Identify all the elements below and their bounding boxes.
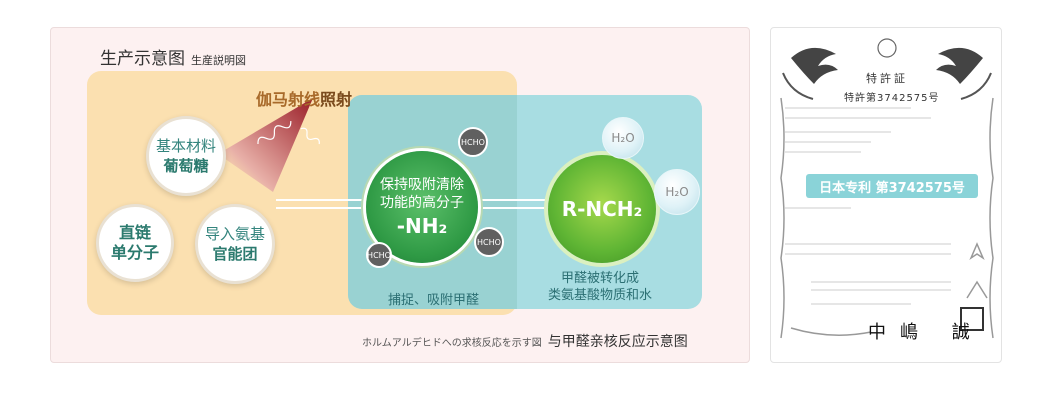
certificate-number: 特許第3742575号 [844,93,940,104]
material-line2: 葡萄糖 [163,157,209,175]
material-bubble: 基本材料 葡萄糖 [146,116,226,196]
gamma-ray-label: 伽马射线照射 [256,86,352,110]
convert-line1: 甲醛被转化成 [561,271,640,286]
title-jp: 生産説明図 [191,54,246,67]
phoenix-right-icon [936,47,992,100]
amino-line2: 官能团 [212,245,258,263]
monomer-bubble: 直链 单分子 [96,204,174,282]
amino-line1: 导入氨基 [204,225,265,243]
product-circle: R-NCH₂ [548,155,656,263]
connector-line-top-2 [478,199,550,201]
chrysanthemum-seal-icon [877,38,897,58]
amino-bubble: 导入氨基 官能团 [195,204,275,284]
caption-zh: 与甲醛亲核反应示意图 [547,334,688,350]
gamma-ray-label-normal: 伽马射线 [256,90,321,109]
hcho-molecule: HCHO [474,227,504,257]
gamma-ray-label-bold: 照射 [320,90,353,109]
polymer-formula: -NH₂ [396,214,448,238]
connector-line-top [276,199,368,201]
gamma-ray-beam [218,98,320,192]
wave-icon [300,127,320,145]
phoenix-left-icon [782,47,838,100]
polymer-circle: 保持吸附清除 功能的高分子 -NH₂ [366,151,478,263]
patent-badge: 日本专利 第3742575号 [806,174,978,198]
certificate-signature: 中嶋 誠 [868,322,984,343]
monomer-line1: 直链 [118,223,151,242]
product-formula: R-NCH₂ [561,197,643,221]
monomer-line2: 单分子 [110,243,159,262]
hcho-molecule: HCHO [366,242,392,268]
convert-caption: 甲醛被转化成 类氨基酸物质和水 [548,270,652,304]
connector-line-bottom [276,207,368,209]
text-lines [785,107,951,305]
caption-jp: ホルムアルデヒドへの求核反応を示す図 [362,338,542,349]
connector-line-bottom-2 [478,207,550,209]
diagram-caption: ホルムアルデヒドへの求核反応を示す図与甲醛亲核反应示意图 [362,331,688,351]
page-title: 生产示意图生産説明図 [100,44,246,69]
official-stamp-icon [960,307,984,331]
polymer-line2: 功能的高分子 [380,195,464,211]
certificate-title: 特許証 [866,72,908,85]
capture-caption: 捕捉、吸附甲醛 [388,293,480,308]
convert-line2: 类氨基酸物质和水 [548,288,653,303]
border-ornament [780,97,994,339]
water-molecule: H₂O [602,117,644,159]
water-molecule: H₂O [654,169,700,215]
material-line1: 基本材料 [155,137,216,155]
polymer-line1: 保持吸附清除 [380,177,464,193]
certificate-decoration [780,38,994,339]
title-main: 生产示意图 [100,49,185,69]
hcho-molecule: HCHO [458,127,488,157]
